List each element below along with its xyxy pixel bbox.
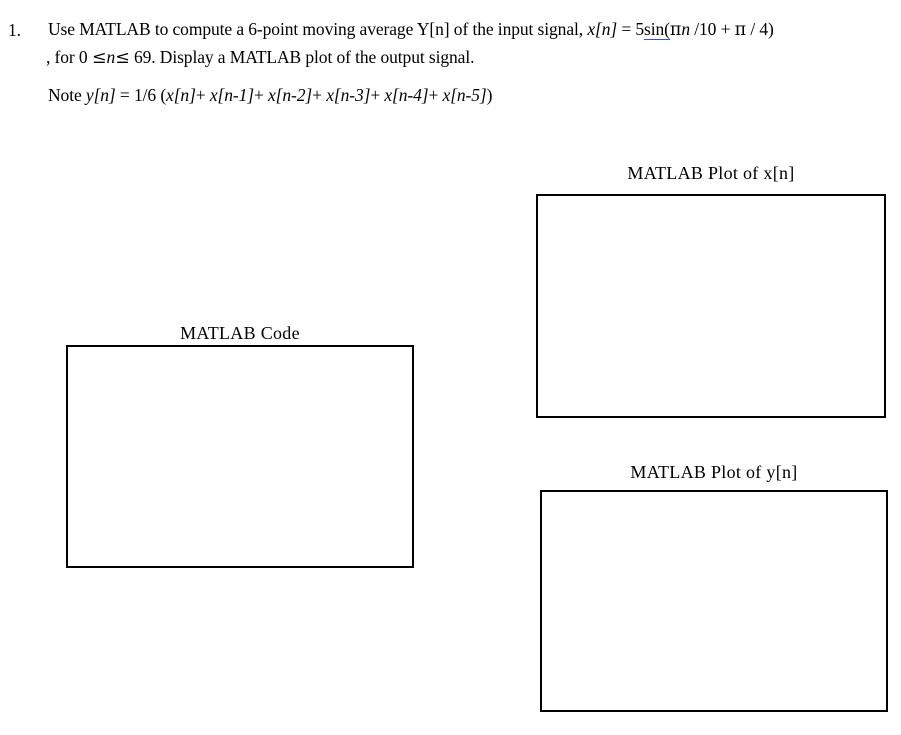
question-number: 1. [8, 20, 21, 40]
range-suffix: 69. Display a MATLAB plot of the output … [129, 47, 475, 67]
term-x-n: x[n] [166, 85, 196, 105]
output-variable-y: y[n] [85, 85, 116, 105]
answer-box-matlab-code[interactable] [66, 345, 414, 568]
pi-symbol-second: π [734, 20, 747, 40]
plus-2: + [253, 85, 269, 105]
plus-4: + [370, 85, 385, 105]
plus-5: + [428, 85, 443, 105]
label-matlab-plot-y: MATLAB Plot of y[n] [630, 462, 798, 482]
term-x-n-5: x[n-5] [442, 85, 487, 105]
signal-variable-x: x[n] [587, 19, 618, 39]
formula-divide-ten: /10 + [689, 19, 735, 39]
plus-1: + [195, 85, 210, 105]
term-x-n-3: x[n-3] [326, 85, 371, 105]
note-label: Note [48, 85, 86, 105]
note-close-paren: ) [486, 85, 493, 105]
formula-open-paren: ( [664, 19, 670, 40]
question-line-1: Use MATLAB to compute a 6-point moving a… [48, 19, 774, 40]
formula-divide-four: / 4) [746, 19, 774, 39]
question-line-2: , for 0 ≤n≤ 69. Display a MATLAB plot of… [46, 47, 475, 68]
plus-3: + [312, 85, 327, 105]
term-x-n-4: x[n-4] [384, 85, 429, 105]
question-line-3-note: Note y[n] = 1/6 (x[n]+ x[n-1]+ x[n-2]+ x… [48, 85, 493, 105]
label-matlab-code: MATLAB Code [180, 323, 300, 343]
label-matlab-plot-x: MATLAB Plot of x[n] [627, 163, 795, 183]
note-equals: = 1/6 ( [115, 85, 167, 105]
less-equal-icon-right: ≤ [115, 48, 130, 68]
term-x-n-1: x[n-1] [209, 85, 254, 105]
answer-box-plot-y[interactable] [540, 490, 888, 712]
equals-five: = 5 [617, 19, 645, 39]
answer-box-plot-x[interactable] [536, 194, 886, 418]
question-text-intro: Use MATLAB to compute a 6-point moving a… [48, 19, 588, 39]
range-prefix: , for 0 [46, 47, 92, 67]
index-variable-n: n [681, 19, 690, 39]
range-variable-n: n [106, 47, 116, 67]
misspelled-word-sin: sin [644, 19, 665, 40]
less-equal-icon-left: ≤ [91, 48, 107, 68]
pi-symbol-first: π [669, 20, 682, 40]
term-x-n-2: x[n-2] [268, 85, 313, 105]
